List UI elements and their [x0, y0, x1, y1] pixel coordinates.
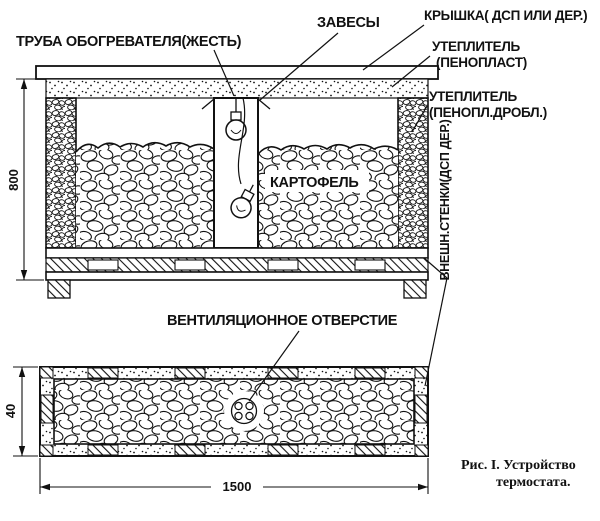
light-bulb-lower-icon [230, 184, 255, 219]
potato-pile-left-edge [75, 141, 215, 153]
label-insulation-foam-line1: УТЕПЛИТЕЛЬ [432, 39, 521, 54]
leader-vent-hole [248, 330, 300, 402]
dimension-1500: 1500 [39, 458, 429, 494]
lid-insulation-slab [45, 78, 429, 99]
corner-block [39, 444, 54, 457]
label-vent-hole: ВЕНТИЛЯЦИОННОЕ ОТВЕРСТИЕ [167, 313, 398, 329]
light-bulb-upper-icon [225, 98, 247, 141]
frame-block [267, 444, 299, 456]
dimension-40: 40 [3, 366, 38, 457]
frame-block [87, 367, 119, 379]
frame-block [354, 444, 386, 456]
frame-block [174, 444, 206, 456]
floor-board [45, 247, 429, 259]
corner-block [39, 366, 54, 379]
arrowhead-icon [418, 483, 428, 491]
leader-lines [213, 24, 448, 402]
frame-block [40, 394, 54, 424]
potatoes-label-halo [265, 170, 369, 192]
leader-insulation-crushed [411, 105, 428, 133]
support-block [174, 259, 206, 271]
label-insulation-crushed-line2: (ПЕНОПЛ.ДРОБЛ.) [429, 105, 547, 120]
dimension-800: 800 [6, 78, 44, 281]
label-lid: КРЫШКА( ДСП ИЛИ ДЕР.) [424, 8, 587, 23]
label-potatoes: КАРТОФЕЛЬ [270, 175, 359, 191]
vent-hole [245, 401, 254, 411]
arrowhead-icon [20, 270, 28, 280]
lid-board [35, 65, 439, 80]
left-wall [45, 97, 77, 249]
vent-hole-ring [230, 397, 258, 425]
vent-hole [234, 411, 243, 421]
support-block [267, 259, 299, 271]
label-insulation-crushed-line1: УТЕПЛИТЕЛЬ [429, 89, 518, 104]
leg-left [47, 279, 71, 299]
corner-block [414, 444, 429, 457]
leader-outer-walls-upper [423, 257, 448, 279]
potato-pile-left [76, 142, 214, 248]
arrowhead-icon [18, 367, 26, 377]
support-block [87, 259, 119, 271]
vent-halo [224, 391, 264, 431]
potato-pile-right [258, 144, 398, 248]
dimension-length-value: 1500 [223, 479, 252, 494]
lower-plan-view [39, 366, 429, 457]
corner-block [414, 366, 429, 379]
potato-pile-right-edge [257, 143, 399, 155]
plan-potato-area [53, 378, 415, 445]
support-block [354, 259, 386, 271]
frame-block [414, 394, 428, 424]
frame-block [267, 367, 299, 379]
vent-hole [234, 401, 243, 411]
label-curtains: ЗАВЕСЫ [317, 15, 380, 31]
arrowhead-icon [40, 483, 50, 491]
dimension-height-value: 800 [6, 169, 21, 191]
frame-block [354, 367, 386, 379]
curtain-flap-left [201, 98, 215, 110]
curtain-flap-right [257, 98, 271, 110]
label-heater-pipe: ТРУБА ОБОГРЕВАТЕЛЯ(ЖЕСТЬ) [16, 34, 242, 50]
upper-section-view: КАРТОФЕЛЬ [35, 65, 439, 299]
figure-caption: Рис. I. Устройство термостата. [461, 458, 576, 490]
leader-heater-pipe [213, 49, 235, 97]
frame-block [174, 367, 206, 379]
vent-hole [245, 411, 254, 421]
bottom-board [45, 271, 429, 281]
labels: ТРУБА ОБОГРЕВАТЕЛЯ(ЖЕСТЬ) ЗАВЕСЫ КРЫШКА(… [16, 8, 588, 329]
leader-lid [362, 24, 425, 71]
leader-outer-walls-lower [424, 277, 448, 387]
arrowhead-icon [18, 446, 26, 456]
right-wall [397, 97, 429, 249]
leader-curtains [259, 32, 339, 101]
dimension-base-value: 40 [3, 404, 18, 418]
leg-right [403, 279, 427, 299]
frame-block [87, 444, 119, 456]
label-outer-walls: ВНЕШН.СТЕНКИ(ДСП ДЕР.) [438, 119, 452, 280]
leader-insulation-foam [391, 55, 431, 88]
label-insulation-foam-line2: (ПЕНОПЛАСТ) [436, 55, 527, 70]
bulb-cord-lower [237, 97, 246, 185]
arrowhead-icon [20, 79, 28, 89]
caption-line2: термостата. [496, 475, 570, 490]
caption-line1: Рис. I. Устройство [461, 458, 576, 473]
